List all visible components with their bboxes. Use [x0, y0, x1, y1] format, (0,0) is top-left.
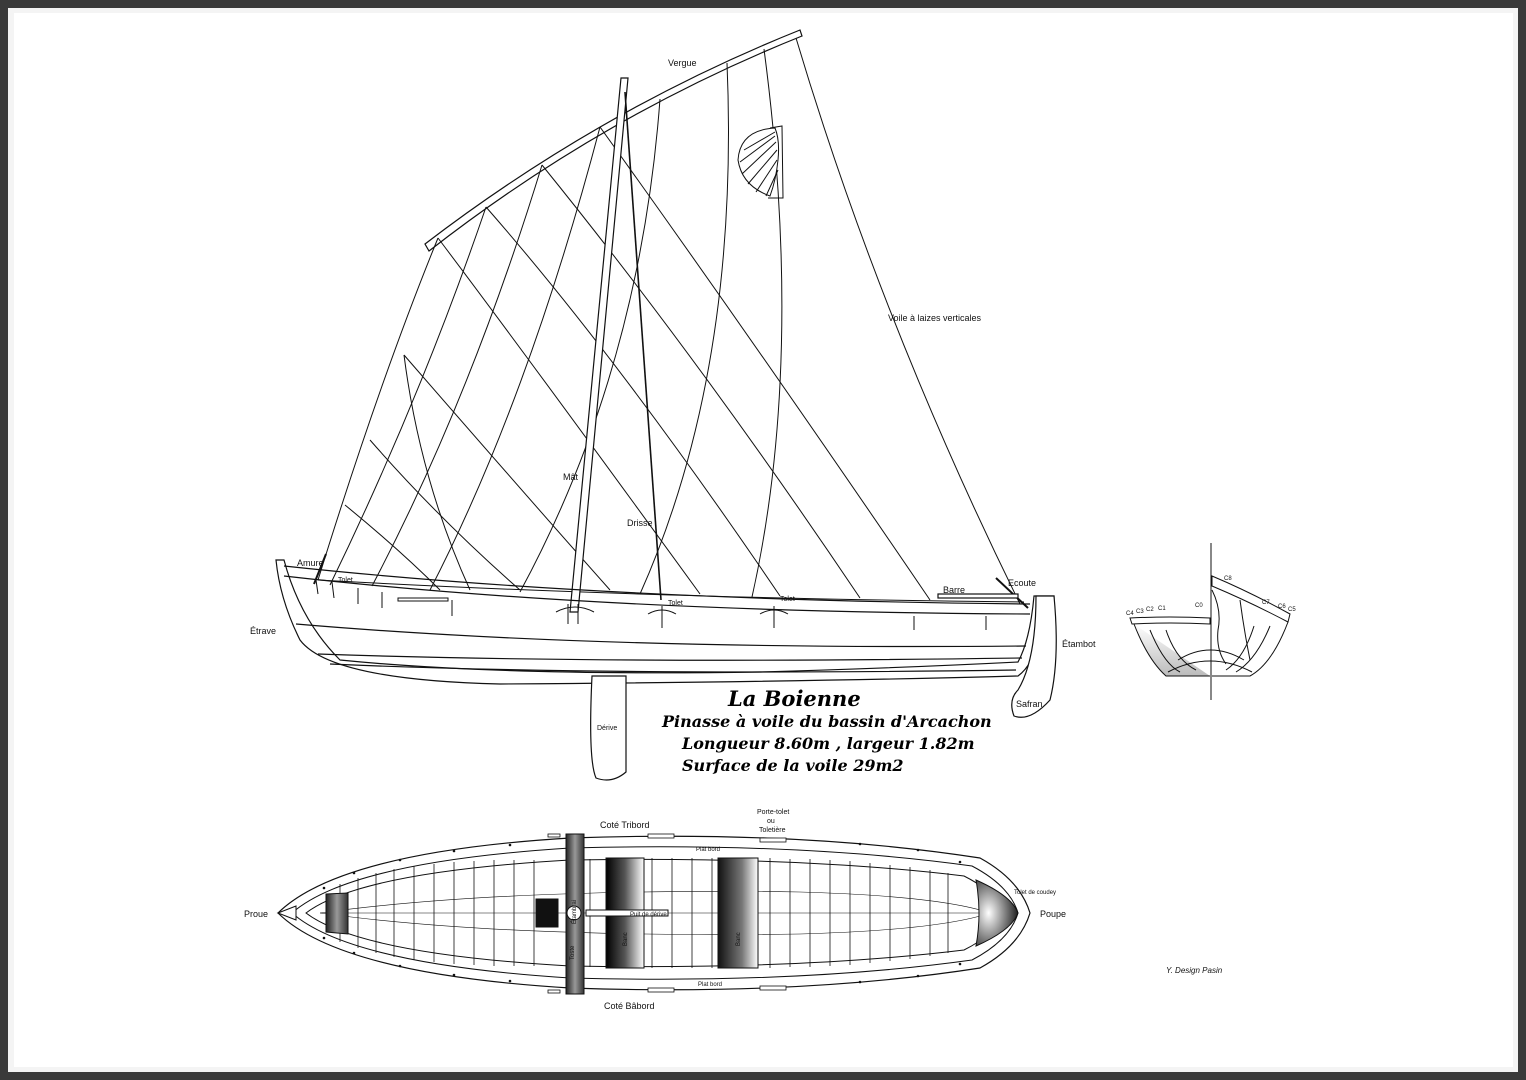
label-amure: Amure [297, 558, 324, 568]
label-banc-2: Banc [736, 932, 742, 946]
stern-sheets [975, 879, 1019, 947]
halyard-line [624, 91, 662, 601]
sail-foot [317, 579, 1025, 603]
boat-subtitle: Pinasse à voile du bassin d'Arcachon [661, 712, 992, 731]
label-voile: Voile à laizes verticales [888, 313, 982, 323]
station-c7: C7 [1262, 600, 1270, 606]
sail-seam [429, 126, 601, 591]
yard-spar [424, 29, 803, 252]
title-block: La Boienne Pinasse à voile du bassin d'A… [661, 686, 992, 775]
centreboard-trunk [585, 909, 669, 917]
sail-seam [639, 62, 729, 595]
sail-seam [599, 126, 931, 601]
gunwale-bolts [322, 842, 962, 984]
sail-seam [329, 206, 487, 586]
label-plat-bord-top: Plat bord [696, 847, 720, 853]
chine-line [295, 623, 1027, 648]
station-c1: C1 [1158, 606, 1166, 612]
sail-seam [437, 237, 701, 595]
label-barre: Barre [943, 585, 965, 595]
label-toletiere: Toletière [759, 827, 786, 834]
sail-seam [369, 439, 521, 591]
label-plat-bord-bottom: Plat bord [698, 982, 722, 988]
tiller [937, 593, 1019, 599]
banc-seat-2 [717, 857, 759, 969]
oarlock-pads [547, 833, 787, 994]
section-hull-right [1212, 621, 1289, 677]
label-puit-derive: Puit de dérive [630, 912, 667, 918]
sail-plan-labels: Vergue Voile à laizes verticales Mât Dri… [250, 58, 1096, 732]
label-banc-1: Banc [623, 932, 629, 946]
sail-plan [317, 29, 1025, 613]
station-c6: C6 [1278, 604, 1286, 610]
mast-hole [566, 905, 582, 921]
label-mat: Mât [563, 472, 579, 482]
hull-section [1129, 543, 1291, 700]
station-c0: C0 [1195, 603, 1203, 609]
designer-signature: Y. Design Pasin [1166, 966, 1223, 975]
label-vergue: Vergue [668, 58, 697, 68]
sail-seam [541, 164, 861, 599]
label-tolet-3: Tolet [780, 596, 795, 603]
station-c4: C4 [1126, 611, 1134, 617]
label-poupe: Poupe [1040, 909, 1066, 919]
bottom-line [329, 663, 1017, 673]
scallop-shell-emblem [737, 125, 784, 199]
boat-sail-area: Surface de la voile 29m2 [682, 756, 904, 775]
sail-seam [344, 504, 441, 591]
label-porte-tolet: Porte-tolet [757, 809, 789, 816]
label-derive: Dérive [597, 725, 617, 732]
sail-seam [519, 98, 661, 593]
hull-profile [275, 553, 1057, 781]
sheet-line [995, 577, 1029, 609]
tack-line [313, 553, 327, 585]
label-etambot: Étambot [1062, 639, 1096, 649]
station-c3: C3 [1136, 609, 1144, 615]
sheer-line [283, 565, 1031, 605]
rudder [1011, 595, 1057, 718]
label-tolet-coudey: Tolet de coudey [1014, 890, 1056, 896]
sail-seam [371, 164, 543, 587]
rubbing-strake [283, 575, 1031, 615]
station-c5: C5 [1288, 607, 1296, 613]
label-toste: Toste [570, 945, 576, 960]
label-etrave: Étrave [250, 626, 276, 636]
sail-seam [403, 354, 471, 591]
label-cote-babord: Coté Bâbord [604, 1001, 655, 1011]
deck-plan-labels: Proue Poupe Coté Tribord Coté Bâbord Por… [244, 809, 1066, 1011]
centreboard [590, 675, 627, 781]
bow-breasthook [325, 892, 349, 935]
label-cote-tribord: Coté Tribord [600, 820, 650, 830]
sail-seam [485, 206, 781, 597]
station-c2: C2 [1146, 607, 1154, 613]
label-tolet-2: Tolet [668, 600, 683, 607]
section-labels: C4 C3 C2 C1 C0 C8 C7 C6 C5 [1126, 576, 1296, 617]
label-tolet-1: Tolet [338, 577, 353, 584]
label-ou: ou [767, 818, 775, 825]
label-etambrai: Étambrai [571, 900, 578, 924]
waterline [317, 653, 1023, 661]
boat-dimensions: Longueur 8.60m , largeur 1.82m [681, 734, 975, 753]
station-c8: C8 [1224, 576, 1232, 582]
sail-seam [403, 354, 611, 591]
deck-plan [276, 833, 1031, 995]
boat-name: La Boienne [727, 686, 861, 711]
sail-outline [317, 37, 1021, 605]
label-proue: Proue [244, 909, 268, 919]
mast-partner [535, 898, 559, 928]
label-safran: Safran [1016, 699, 1043, 709]
section-gunwale-left [1129, 616, 1211, 625]
label-drisse: Drisse [627, 518, 653, 528]
label-ecoute: Ecoute [1008, 578, 1036, 588]
